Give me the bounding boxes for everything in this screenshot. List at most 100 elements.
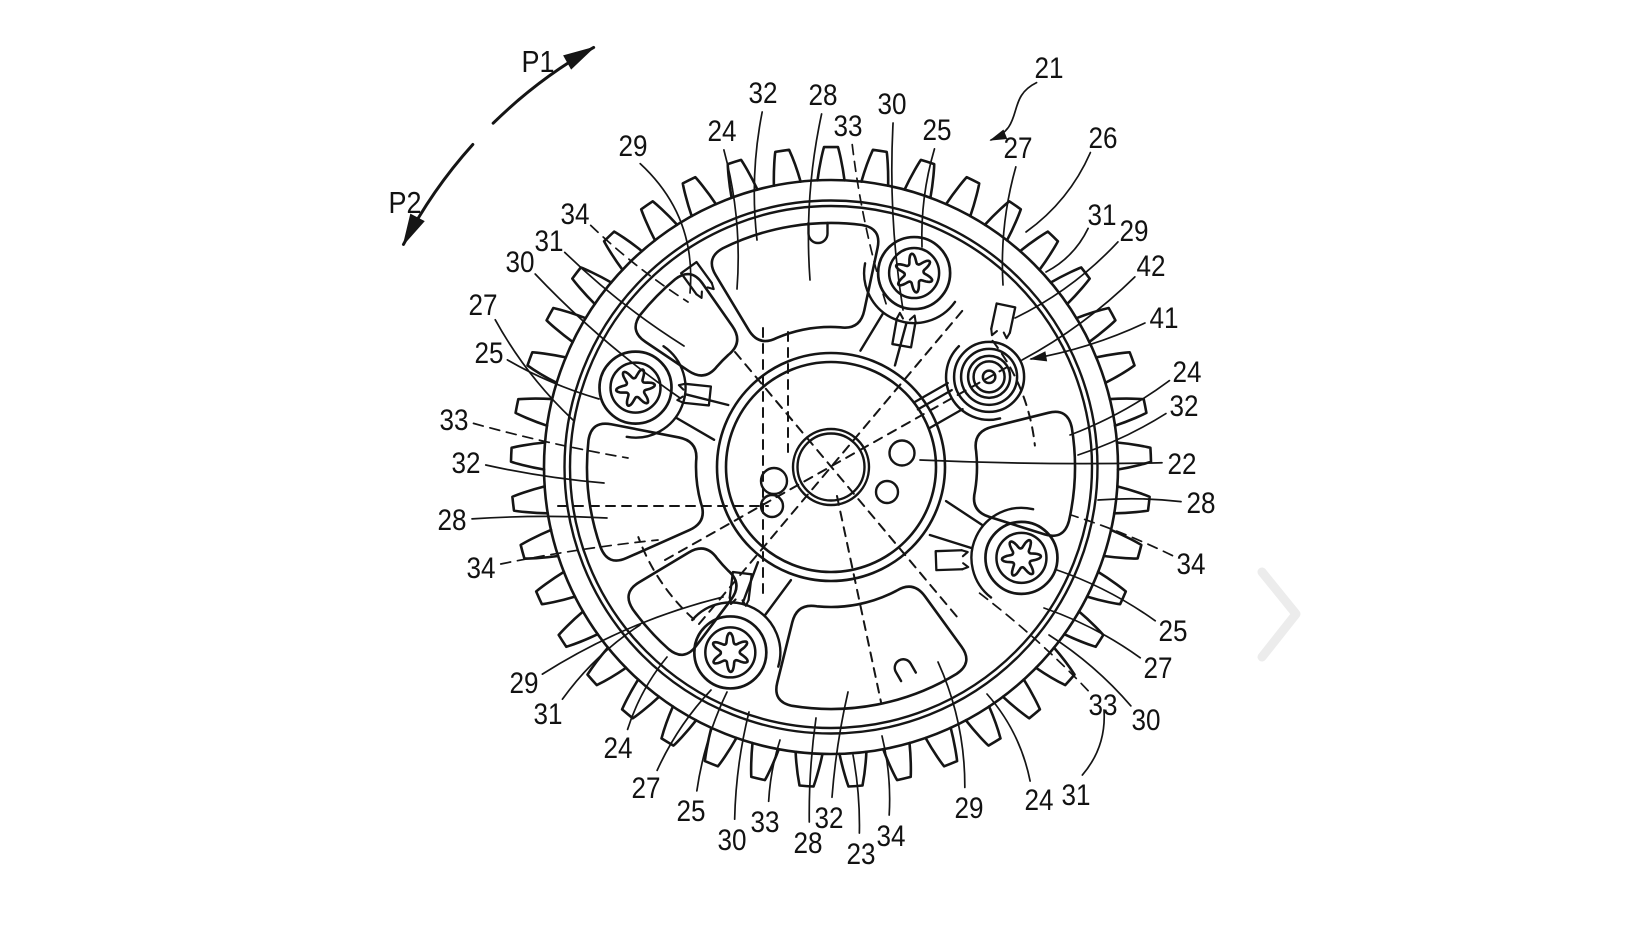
ref-label-31-10: 31 bbox=[1088, 199, 1117, 232]
bolt-washer-circle bbox=[995, 531, 1048, 585]
bolt-head-circle bbox=[692, 615, 768, 690]
torx-bolt-1 bbox=[598, 345, 730, 442]
rotation-arrow-p2-head bbox=[402, 213, 425, 245]
leader-line-27-26 bbox=[656, 689, 712, 772]
leader-line-34-41 bbox=[1070, 514, 1174, 557]
window-opening-4 bbox=[775, 585, 968, 711]
sprocket-teeth bbox=[509, 145, 1153, 788]
dashed-centerline-6 bbox=[836, 495, 882, 703]
torx-star bbox=[614, 368, 657, 407]
ref-label-25-6: 25 bbox=[923, 114, 952, 147]
ref-label-22-43: 22 bbox=[1168, 448, 1197, 481]
leader-line-33-4 bbox=[851, 143, 889, 311]
rim-circle-2 bbox=[568, 204, 1094, 730]
dashed-arc-0 bbox=[991, 339, 1036, 447]
ref-label-24-25: 24 bbox=[604, 732, 633, 765]
ref-label-32-1: 32 bbox=[749, 77, 778, 110]
leader-line-33-29 bbox=[767, 739, 781, 803]
rim-circle-1 bbox=[563, 199, 1099, 735]
pin-arm-line-1 bbox=[927, 408, 964, 430]
leader-line-31-36 bbox=[1081, 709, 1106, 776]
ref-label-34-41: 34 bbox=[1177, 548, 1206, 581]
leader-line-34-22 bbox=[499, 539, 659, 565]
leader-line-32-20 bbox=[484, 464, 605, 484]
hub-bore-circle-0 bbox=[791, 427, 871, 507]
bolt-arm-line-0 bbox=[859, 312, 885, 352]
torx-star bbox=[894, 252, 934, 294]
latch-body bbox=[934, 549, 964, 572]
ref-label-29-11: 29 bbox=[1120, 215, 1149, 248]
ref-label-32-31: 32 bbox=[815, 802, 844, 835]
leader-line-27-39 bbox=[1043, 607, 1142, 659]
leader-line-28-2 bbox=[807, 113, 823, 281]
ref-label-30-16: 30 bbox=[506, 246, 535, 279]
bolt-boss-arc bbox=[625, 345, 687, 439]
ref-label-33-29: 33 bbox=[751, 806, 780, 839]
hub-hole-0 bbox=[759, 466, 789, 496]
latch-tab-1 bbox=[676, 382, 713, 407]
bolt-arm-line-0 bbox=[675, 416, 716, 442]
ref-label-27-26: 27 bbox=[632, 772, 661, 805]
ref-label-41-13: 41 bbox=[1150, 302, 1179, 335]
latch-body bbox=[681, 382, 713, 407]
leader-line-32-44 bbox=[1077, 412, 1167, 456]
window-opening-5 bbox=[972, 410, 1077, 538]
latch-tab-5 bbox=[679, 260, 715, 299]
leader-line-42-12 bbox=[1021, 276, 1136, 361]
ref-label-30-28: 30 bbox=[718, 824, 747, 857]
bolt-head-circle bbox=[876, 235, 952, 311]
ref-label-28-21: 28 bbox=[438, 504, 467, 537]
ref-label-32-20: 32 bbox=[452, 447, 481, 480]
torx-star bbox=[711, 631, 749, 674]
rotation-arrow-p1-head bbox=[563, 47, 594, 70]
ref-label-29-23: 29 bbox=[510, 667, 539, 700]
hub-hole-2 bbox=[888, 439, 916, 467]
leader-line-23-32 bbox=[852, 754, 861, 834]
ref-label-31-15: 31 bbox=[535, 225, 564, 258]
leader-line-30-38 bbox=[1048, 634, 1132, 707]
bolt-boss-arc bbox=[691, 601, 782, 668]
torx-star bbox=[1000, 538, 1043, 577]
latch-body bbox=[990, 302, 1017, 334]
leader-line-29-23 bbox=[541, 596, 724, 675]
window-opening-2 bbox=[585, 422, 705, 562]
dashed-centerline-4 bbox=[698, 309, 964, 625]
ref-label-33-4: 33 bbox=[834, 110, 863, 143]
torx-bolt-2 bbox=[928, 499, 1059, 599]
ref-label-27-17: 27 bbox=[469, 289, 498, 322]
ref-label-24-5: 24 bbox=[708, 115, 737, 148]
ref-label-24-45: 24 bbox=[1173, 356, 1202, 389]
bolt-head-circle bbox=[984, 520, 1059, 596]
latch-hooks bbox=[960, 549, 970, 571]
leader-line-25-27 bbox=[695, 691, 728, 792]
ref-label-31-36: 31 bbox=[1062, 779, 1091, 812]
ref-label-33-37: 33 bbox=[1089, 689, 1118, 722]
leader-line-32-1 bbox=[753, 111, 764, 241]
bolt-washer-circle bbox=[609, 361, 662, 414]
torx-bolt-3 bbox=[691, 561, 793, 690]
ref-label-27-8: 27 bbox=[1004, 132, 1033, 165]
pin-ring-0 bbox=[952, 340, 1026, 414]
latch-hooks bbox=[676, 382, 687, 404]
leader-line-24-25 bbox=[626, 656, 668, 731]
leader-arrowhead-41 bbox=[1029, 351, 1048, 362]
bolt-head-circle bbox=[598, 350, 673, 425]
pin-ring-3 bbox=[972, 360, 1006, 394]
leader-line-24-35 bbox=[986, 693, 1031, 782]
rim-circle-0 bbox=[542, 178, 1120, 756]
window-opening-0 bbox=[710, 221, 880, 343]
ref-label-24-35: 24 bbox=[1025, 784, 1054, 817]
ref-label-25-40: 25 bbox=[1159, 615, 1188, 648]
window-opening-3 bbox=[627, 547, 738, 657]
bolt-arm-line-1 bbox=[928, 533, 973, 550]
latch-hooks bbox=[990, 327, 1011, 340]
leader-line-25-18 bbox=[506, 359, 600, 400]
pin-ring-2 bbox=[966, 354, 1012, 400]
ref-label-29-34: 29 bbox=[955, 792, 984, 825]
ref-label-33-19: 33 bbox=[440, 404, 469, 437]
leader-line-31-15 bbox=[563, 251, 685, 347]
ref-label-30-3: 30 bbox=[878, 88, 907, 121]
leader-arrowhead-21 bbox=[989, 129, 1008, 141]
pin-arm-line-0 bbox=[912, 381, 949, 404]
